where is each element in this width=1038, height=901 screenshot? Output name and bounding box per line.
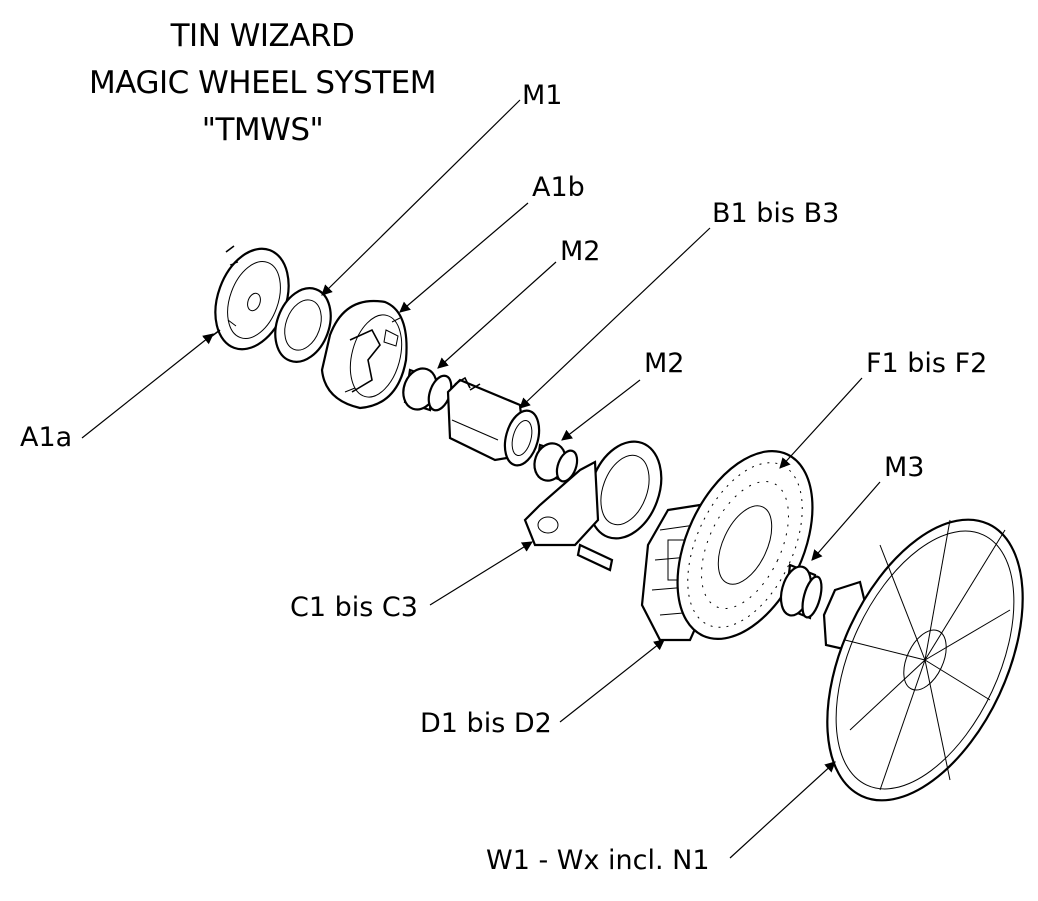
label-b1-b3: B1 bis B3	[712, 198, 840, 229]
title-line-3: "TMWS"	[201, 112, 324, 148]
part-c1-c3-carrier	[523, 440, 663, 572]
part-m2-bushing-2	[533, 442, 579, 483]
part-b1-b3-shaft	[446, 376, 541, 467]
part-a1b-housing	[320, 299, 408, 410]
label-m2-top: M2	[560, 236, 601, 267]
label-w1-wx: W1 - Wx incl. N1	[486, 845, 710, 876]
label-m1: M1	[522, 80, 563, 111]
part-w1-wheel	[826, 518, 1024, 802]
leader-lines	[81, 99, 881, 859]
label-m2-mid: M2	[644, 348, 685, 379]
label-d1-d2: D1 bis D2	[420, 708, 552, 739]
part-m2-bushing-1	[402, 367, 453, 412]
title-line-2: MAGIC WHEEL SYSTEM	[89, 65, 436, 101]
label-c1-c3: C1 bis C3	[290, 592, 418, 623]
part-m1-ring	[274, 287, 332, 363]
label-a1b: A1b	[532, 172, 585, 203]
part-m3-bearing	[779, 563, 823, 620]
label-a1a: A1a	[20, 422, 73, 453]
label-f1-f2: F1 bis F2	[866, 348, 988, 379]
title-line-1: TIN WIZARD	[170, 18, 355, 54]
label-m3: M3	[884, 452, 925, 483]
